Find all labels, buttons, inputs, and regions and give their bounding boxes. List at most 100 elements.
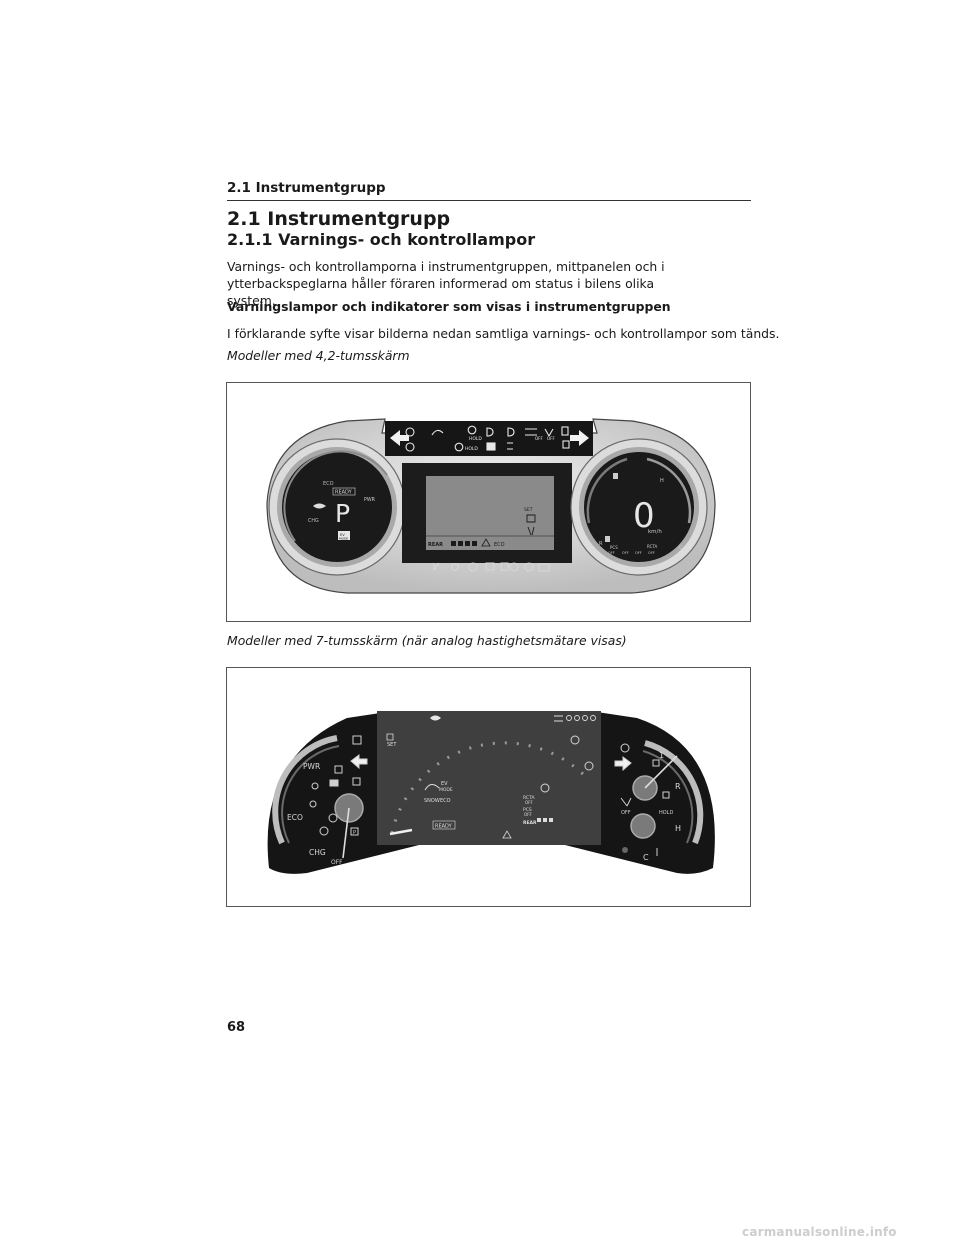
set-label: SET: [524, 507, 533, 513]
door-lock-icon: [352, 777, 361, 786]
temp-c-label: C: [643, 853, 649, 862]
rear-label: REAR: [523, 820, 537, 826]
hold-label: HOLD: [659, 810, 673, 816]
power-steering-icon: [468, 562, 478, 572]
headlight-icon: [486, 427, 494, 437]
section-title: 2.1 Instrumentgrupp: [227, 208, 451, 230]
figure1-caption: Modeller med 4,2-tumsskärm: [227, 348, 410, 363]
figure-7-inch-cluster: PWR ECO CHG OFF P SET: [226, 667, 751, 907]
hold-lamp-icon: [486, 442, 496, 451]
left-eco-label: ECO: [323, 481, 334, 487]
rcta-label: RCTA: [523, 795, 535, 801]
fuel-low-icon: [662, 791, 670, 799]
gear-position: P: [335, 499, 350, 528]
trailer-icon: [525, 428, 537, 436]
ready-indicator: READY: [335, 490, 353, 496]
running-head: 2.1 Instrumentgrupp: [227, 180, 751, 201]
fuel-r-label: R: [599, 541, 603, 547]
fuel-low-icon: [605, 536, 610, 542]
cruise-icon: [526, 514, 536, 523]
brake-hold-icon: [467, 425, 477, 435]
ev-icon: [313, 503, 326, 509]
turn-right-icon: [570, 430, 589, 446]
parking-sensor-icons: [451, 541, 477, 546]
pwr-label: PWR: [364, 497, 376, 503]
intro-paragraph: Varnings- och kontrollamporna i instrume…: [227, 259, 665, 308]
off-label-a: OFF: [535, 436, 543, 441]
pwr-label: PWR: [303, 762, 320, 771]
engine-icon: [538, 563, 550, 572]
chg-label: CHG: [308, 518, 319, 524]
speed-unit: km/h: [648, 529, 662, 535]
eco-label: ECO: [287, 813, 303, 822]
ev-icon: [430, 715, 441, 721]
center-display: [426, 476, 554, 550]
pcs-label: PCS: [523, 807, 532, 813]
center-eco-label: ECO: [494, 542, 505, 548]
wiper-icon: [424, 784, 440, 791]
airbag-icon: [451, 563, 459, 571]
off-label: OFF: [331, 859, 343, 866]
left-gauge-hybrid-indicator: [282, 452, 392, 562]
figure-4-2-inch-cluster: HOLD HOLD OFF OFF ECO READY PWR P CHG EV…: [226, 382, 751, 622]
temp-h-label: H: [660, 478, 664, 484]
pcs-off: OFF: [524, 812, 532, 817]
lane-icon: [527, 526, 535, 536]
tpms-icon: [319, 826, 329, 836]
brake-hold-icon: [570, 735, 580, 745]
tpms-icon-right: [584, 761, 594, 771]
rcta-label: RCTA: [647, 544, 658, 549]
off-label-b: OFF: [547, 436, 555, 441]
fuel-r-label: R: [675, 782, 681, 791]
airbag-icon: [309, 800, 317, 808]
trac-off-icon: [561, 426, 569, 436]
center-display: [377, 711, 601, 845]
trac-off-icon: [352, 735, 362, 745]
top-indicator-strip: [385, 421, 593, 456]
fuel-icon: [652, 759, 660, 767]
bold-heading: Varningslampor och indikatorer som visas…: [227, 299, 671, 314]
off-right-label: OFF: [621, 810, 631, 816]
watermark: carmanualsonline.info: [742, 1225, 897, 1239]
explanation-paragraph: I förklarande syfte visar bilderna nedan…: [227, 326, 780, 341]
wiper-icon: [431, 429, 444, 436]
ready-indicator: READY: [435, 824, 453, 830]
fog-light-icon: [507, 427, 515, 437]
hold-indicator-icon: [329, 779, 339, 787]
ev-mode-ev: EV: [441, 781, 448, 787]
page-number: 68: [227, 1020, 246, 1035]
temp-h-label: H: [675, 824, 681, 833]
eco-mode-label: ECO: [440, 798, 451, 804]
warning-triangle-icon: [481, 538, 491, 547]
park-icon: [350, 827, 359, 836]
brake-warning-2-icon: [405, 442, 415, 452]
abs-icon: [509, 562, 519, 572]
pcs-label: PCS: [610, 545, 618, 550]
parking-sensor-icons: [537, 818, 553, 822]
rear-label: REAR: [428, 542, 443, 548]
cruise-icon: [386, 733, 394, 741]
fuel-1-label: 1: [659, 751, 664, 760]
warning-triangle-icon: [502, 830, 512, 839]
pcs-off: OFF: [608, 551, 615, 555]
rcta-off: OFF: [648, 551, 655, 555]
door-open-icon: [334, 765, 343, 774]
snow-label: SNOW: [424, 798, 440, 804]
speedometer: [584, 452, 694, 562]
temp-c-label: C: [679, 545, 683, 551]
seatbelt-icon: [432, 562, 440, 571]
rcta-off: OFF: [525, 800, 533, 805]
ev-mode-ev: EV: [340, 533, 345, 537]
turn-left-icon: [350, 754, 368, 770]
hold-label: HOLD: [465, 446, 478, 452]
brake-warning-icon: [405, 427, 415, 437]
beam-icon: [507, 442, 513, 450]
set-label: SET: [387, 742, 397, 748]
seatbelt-icon: [311, 782, 319, 790]
ev-mode-label: MODE: [439, 787, 453, 793]
top-hold-label: HOLD: [469, 436, 482, 442]
turn-left-icon: [390, 430, 409, 446]
abs-icon: [328, 813, 338, 823]
off-2: OFF: [622, 551, 629, 555]
top-right-icons: [554, 715, 596, 722]
